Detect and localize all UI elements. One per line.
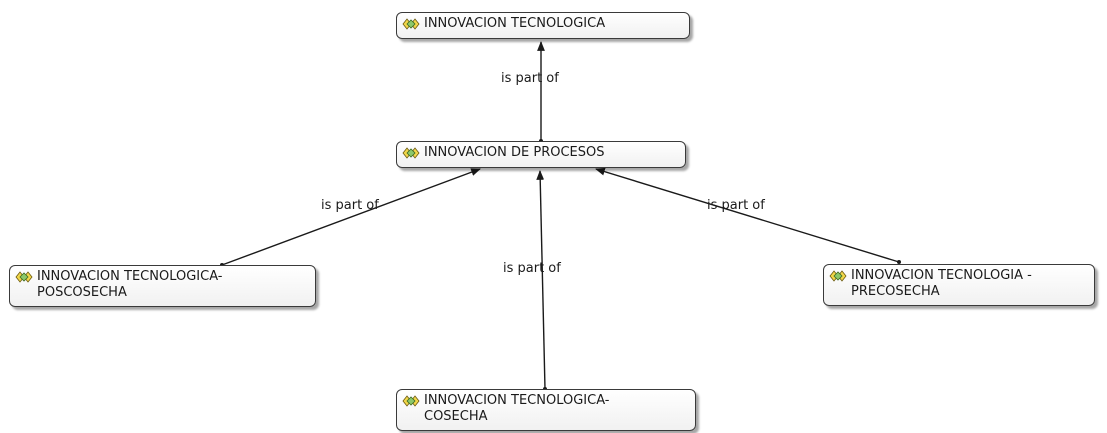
node-innovacion-tecnologia-precosecha[interactable]: INNOVACION TECNOLOGIA - PRECOSECHA [823, 264, 1095, 306]
edge-label-left-middle: is part of [321, 198, 379, 213]
edge-label-middle-top: is part of [501, 71, 559, 86]
code-family-icon [402, 395, 420, 407]
node-label: INNOVACION TECNOLOGIA - PRECOSECHA [851, 268, 1032, 299]
code-family-icon [829, 270, 847, 282]
code-family-icon [402, 147, 420, 159]
edge-right-to-middle-start-dot [897, 260, 901, 264]
code-family-icon [402, 18, 420, 30]
edge-label-right-middle: is part of [707, 198, 765, 213]
code-family-icon [15, 271, 33, 283]
node-innovacion-tecnologica-cosecha[interactable]: INNOVACION TECNOLOGICA- COSECHA [396, 389, 696, 431]
node-label: INNOVACION DE PROCESOS [424, 145, 605, 160]
node-innovacion-tecnologica[interactable]: INNOVACION TECNOLOGICA [396, 12, 690, 39]
edge-label-bottom-middle: is part of [503, 261, 561, 276]
node-label: INNOVACION TECNOLOGICA- COSECHA [424, 393, 610, 424]
node-innovacion-tecnologica-poscosecha[interactable]: INNOVACION TECNOLOGICA- POSCOSECHA [9, 265, 316, 307]
edge-left-to-middle[interactable] [221, 168, 481, 266]
node-innovacion-de-procesos[interactable]: INNOVACION DE PROCESOS [396, 141, 686, 168]
node-label: INNOVACION TECNOLOGICA [424, 16, 606, 31]
edge-bottom-to-middle[interactable] [536, 170, 546, 390]
edge-right-to-middle[interactable] [595, 167, 900, 263]
node-label: INNOVACION TECNOLOGICA- POSCOSECHA [37, 269, 223, 300]
